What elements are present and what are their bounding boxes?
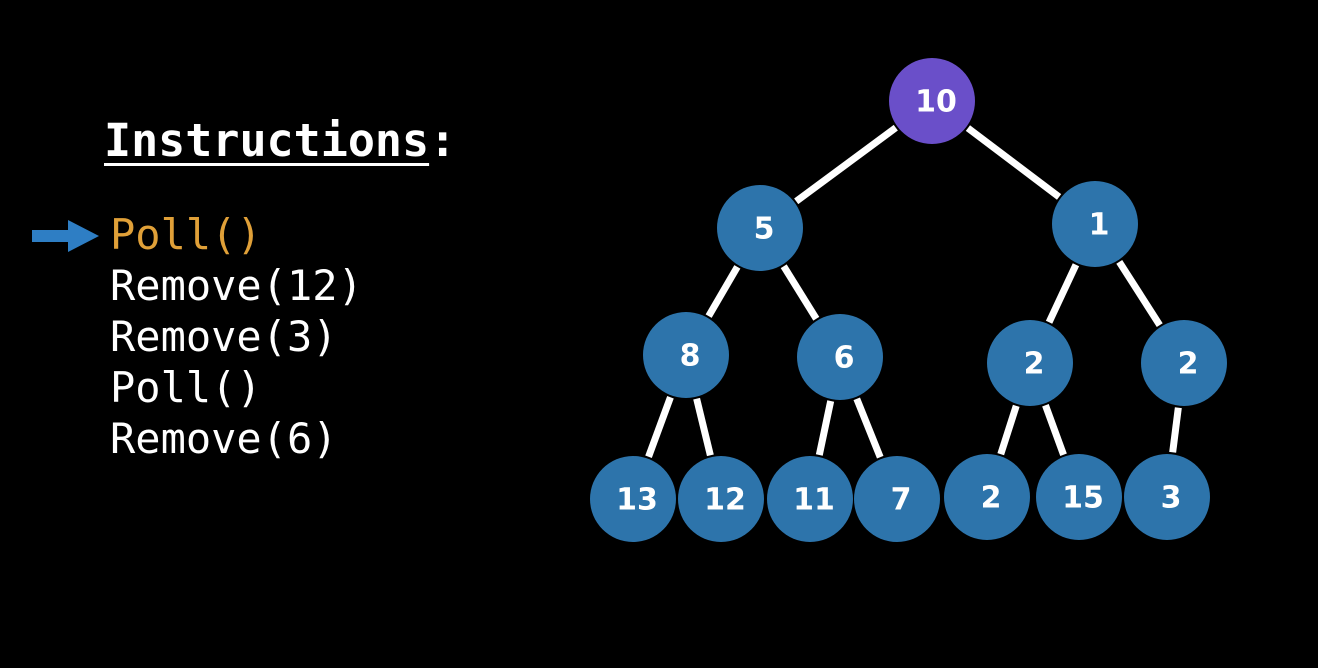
- tree-node-circle: [678, 456, 764, 542]
- tree-node-label: 7: [891, 483, 912, 518]
- tree-node-label: 2: [1178, 347, 1199, 382]
- tree-node[interactable]: 11: [767, 456, 853, 542]
- tree-node-label: 12: [704, 483, 746, 518]
- tree-edge: [853, 397, 884, 459]
- tree-edge: [815, 400, 835, 456]
- tree-node[interactable]: 1: [1052, 181, 1138, 267]
- tree-node-layer: 10 5 1 8 6 2 2 13 12 11 7 2 15 3: [590, 58, 1227, 542]
- tree-node[interactable]: 3: [1124, 454, 1210, 540]
- tree-node-circle: [1124, 454, 1210, 540]
- tree-edge: [965, 125, 1062, 200]
- tree-node-label: 5: [754, 212, 775, 247]
- tree-node-label: 1: [1089, 208, 1110, 243]
- tree-edge: [794, 124, 898, 205]
- tree-node[interactable]: 7: [854, 456, 940, 542]
- tree-node-label: 2: [1024, 347, 1045, 382]
- tree-node-circle: [797, 314, 883, 400]
- tree-node-label: 11: [793, 483, 835, 518]
- tree-edge: [997, 404, 1020, 456]
- instruction-label: Remove(12): [110, 260, 363, 310]
- tree-node-circle: [590, 456, 676, 542]
- arrow-right-icon: [32, 219, 100, 253]
- tree-node[interactable]: 2: [987, 320, 1073, 406]
- tree-edge: [645, 396, 674, 458]
- tree-node-circle: [1052, 181, 1138, 267]
- tree-node-circle: [767, 456, 853, 542]
- tree-node[interactable]: 13: [590, 456, 676, 542]
- tree-node[interactable]: 2: [944, 454, 1030, 540]
- tree-edge: [1042, 404, 1067, 456]
- instructions-heading: Instructions:: [104, 118, 456, 163]
- tree-node[interactable]: 12: [678, 456, 764, 542]
- tree-node[interactable]: 15: [1036, 454, 1122, 540]
- instruction-label: Poll(): [110, 209, 262, 259]
- instruction-item[interactable]: Poll(): [0, 210, 540, 261]
- tree-edge: [1116, 260, 1163, 327]
- instruction-item[interactable]: Remove(3): [0, 312, 540, 363]
- tree-node[interactable]: 5: [717, 185, 803, 271]
- tree-node[interactable]: 10: [889, 58, 975, 144]
- tree-edge: [1169, 407, 1182, 453]
- tree-node-label: 8: [680, 339, 701, 374]
- instruction-item[interactable]: Remove(12): [0, 261, 540, 312]
- tree-node-label: 13: [616, 483, 658, 518]
- tree-edge: [1045, 263, 1080, 324]
- tree-node-circle: [643, 312, 729, 398]
- instruction-list: Poll()Remove(12)Remove(3)Poll()Remove(6): [0, 210, 540, 465]
- instruction-item[interactable]: Poll(): [0, 363, 540, 414]
- tree-node-label: 3: [1161, 481, 1182, 516]
- tree-node-label: 10: [915, 85, 957, 120]
- tree-edge-layer: [645, 124, 1182, 459]
- tree-node[interactable]: 8: [643, 312, 729, 398]
- tree-node-circle: [987, 320, 1073, 406]
- instructions-heading-text: Instructions: [104, 114, 430, 167]
- tree-edge: [780, 264, 820, 321]
- tree-node-circle: [1036, 454, 1122, 540]
- tree-node-circle: [1141, 320, 1227, 406]
- instruction-label: Remove(6): [110, 413, 338, 463]
- instructions-panel: Instructions: Poll()Remove(12)Remove(3)P…: [0, 118, 540, 498]
- tree-node-circle: [717, 185, 803, 271]
- tree-node[interactable]: 2: [1141, 320, 1227, 406]
- tree-node-label: 15: [1062, 481, 1104, 516]
- instruction-label: Poll(): [110, 362, 262, 412]
- instruction-label: Remove(3): [110, 311, 338, 361]
- tree-node-circle: [854, 456, 940, 542]
- instruction-item[interactable]: Remove(6): [0, 414, 540, 465]
- tree-edge: [693, 397, 714, 457]
- instructions-heading-colon: :: [429, 114, 457, 167]
- tree-node-circle: [889, 58, 975, 144]
- tree-node-label: 2: [981, 481, 1002, 516]
- tree-edge: [705, 265, 741, 318]
- tree-node[interactable]: 6: [797, 314, 883, 400]
- tree-node-label: 6: [834, 341, 855, 376]
- tree-node-circle: [944, 454, 1030, 540]
